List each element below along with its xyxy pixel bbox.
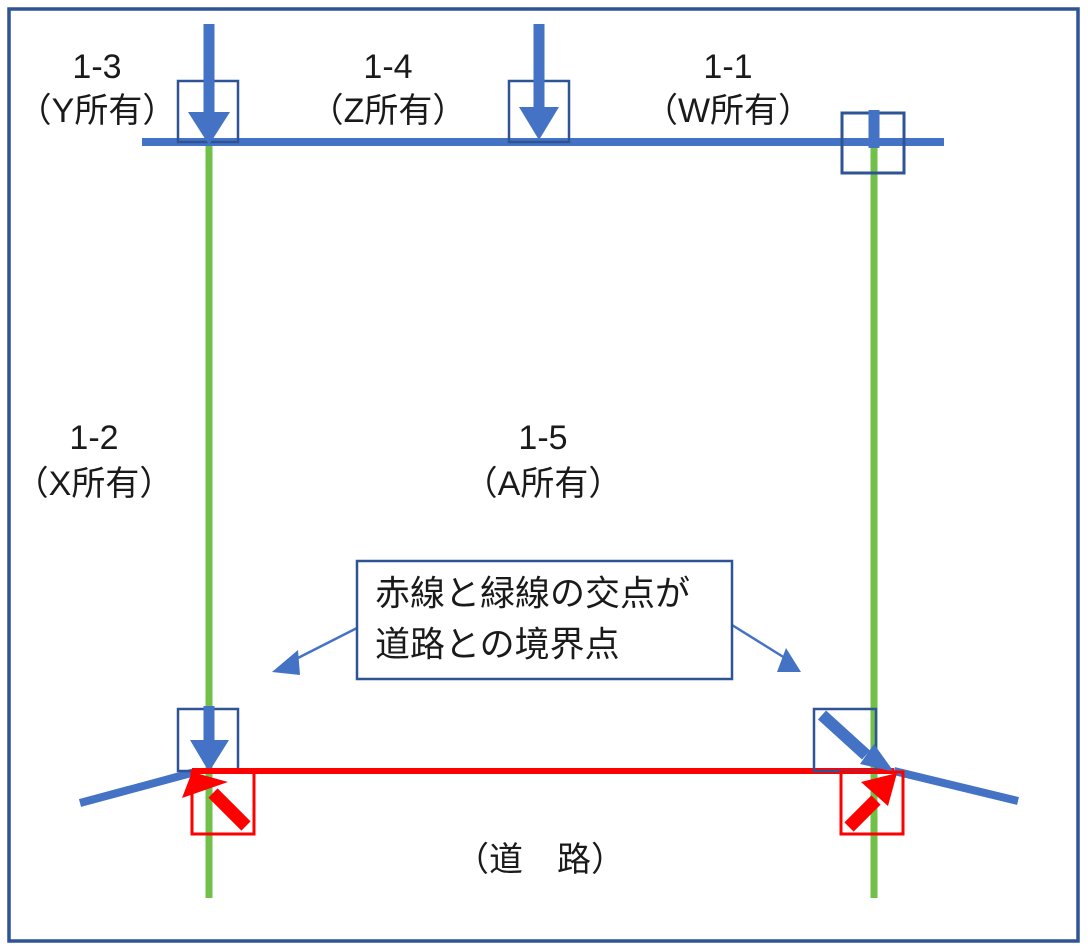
blue-diagonal-arrow-bottom-right [817,710,894,772]
parcel-1-4-number: 1-4 [363,48,412,86]
parcel-1-3-number: 1-3 [72,48,121,86]
parcel-1-5-number: 1-5 [518,419,567,457]
red-arrow-bottom-right [844,773,897,832]
callout-line-2: 道路との境界点 [375,625,620,664]
parcel-1-2-owner: （X所有） [15,465,174,503]
parcel-1-5: 1-5 （A所有） [464,419,623,503]
blue-down-arrow-bottom-left [190,706,229,772]
callout-line-1: 赤線と緑線の交点が [375,574,690,613]
parcel-1-5-owner: （A所有） [464,465,623,503]
parcel-1-3: 1-3 （Y所有） [18,48,177,130]
figure-border [7,7,1080,943]
parcel-1-1-owner: （W所有） [644,92,812,130]
red-arrow-bottom-left [182,772,251,831]
parcel-1-1-number: 1-1 [703,48,752,86]
road-label: （道 路） [455,841,625,879]
blue-boundary-line-bottom-left [78,768,197,807]
red-marker-box-bottom-left [190,770,256,836]
callout-leader-right [731,623,801,672]
callout-box [355,559,734,681]
blue-boundary-line-bottom-right [893,767,1019,805]
blue-down-arrow-top-middle [519,24,559,140]
blue-down-arrow-top-left [188,24,230,145]
parcel-1-3-owner: （Y所有） [18,92,177,130]
parcel-1-4-owner: （Z所有） [310,92,467,130]
red-marker-box-bottom-right [839,770,905,836]
parcel-1-1: 1-1 （W所有） [644,48,812,130]
parcel-1-2-number: 1-2 [69,419,118,457]
parcel-1-4: 1-4 （Z所有） [310,48,467,130]
parcel-1-2: 1-2 （X所有） [15,419,174,503]
callout-leader-left [272,626,358,675]
